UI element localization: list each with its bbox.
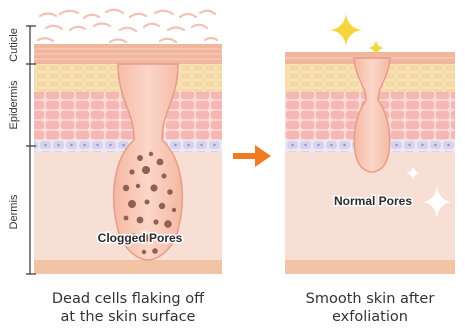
right-caption-line2: exfoliation	[285, 308, 455, 326]
dermis-label: Dermis	[8, 194, 20, 229]
left-caption-line2: at the skin surface	[34, 308, 222, 326]
dead-skin-flakes	[38, 10, 217, 42]
cuticle-label: Cuticle	[8, 28, 20, 62]
right-skin-panel: Normal Pores	[285, 14, 455, 274]
clogged-pores-label: Clogged Pores	[98, 231, 183, 245]
normal-pore	[354, 58, 390, 172]
left-caption: Dead cells flaking off at the skin surfa…	[34, 290, 222, 326]
sparkle-icon	[330, 14, 362, 46]
dermis-bottom-band	[34, 260, 222, 274]
normal-pores-label: Normal Pores	[334, 194, 412, 208]
right-arrow-icon	[233, 145, 271, 167]
right-caption: Smooth skin after exfoliation	[285, 290, 455, 326]
epidermis-label: Epidermis	[8, 80, 20, 129]
left-skin-panel: Clogged Pores	[34, 10, 222, 274]
left-caption-line1: Dead cells flaking off	[34, 290, 222, 308]
right-caption-line1: Smooth skin after	[285, 290, 455, 308]
dermis-bottom-band-right	[285, 260, 455, 274]
